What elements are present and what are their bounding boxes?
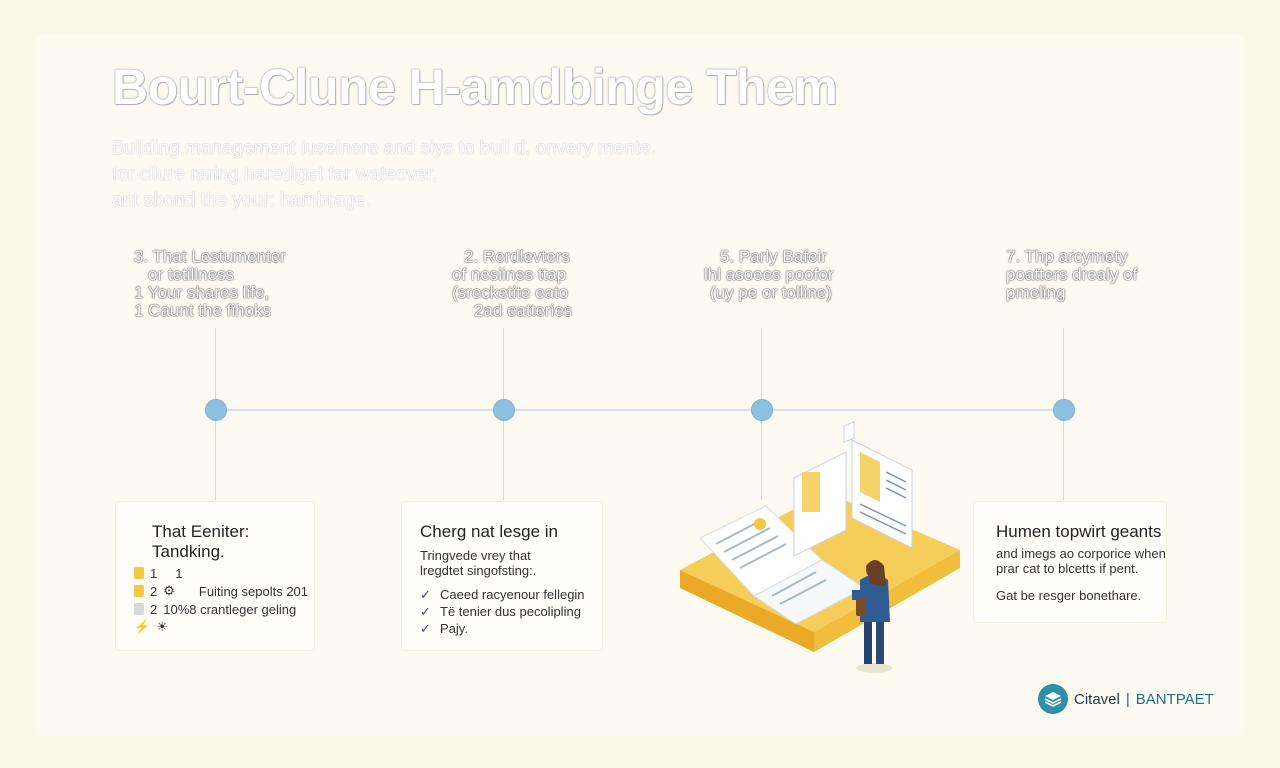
- list-item: ⚡ ☀: [134, 618, 308, 636]
- step-label-line: poatters drealy of: [1006, 265, 1138, 284]
- step-label-line: pmeling: [1006, 283, 1066, 302]
- layers-icon: [1038, 684, 1068, 714]
- step-label-line: 7. Thp arcymety: [1006, 247, 1128, 266]
- step-label-1: 3. That Lestumenter or tetillness 1 Your…: [134, 248, 286, 320]
- page-title: Bourt-Clune H-amdbinge Them: [112, 59, 838, 115]
- card-title: Humen topwirt geants: [996, 522, 1162, 541]
- timeline-line: [216, 409, 1064, 411]
- gear-icon: ⚙: [163, 583, 175, 598]
- card-title: That Eeniter:: [152, 522, 250, 541]
- list-item: ✓ Caeed racyenour fellegin: [420, 586, 585, 603]
- isometric-illustration: [680, 421, 960, 673]
- step-card-2: Cherg nat lesge in Tringvede vrey that l…: [402, 502, 602, 650]
- panel-text-lines: [859, 471, 907, 535]
- step-label-line: or tetillness: [148, 265, 234, 284]
- sun-icon: ☀: [156, 619, 168, 634]
- step-label-line: lhl asoees poofor: [704, 265, 834, 284]
- panel-highlight: [802, 472, 820, 512]
- page-subtitle: Building management iuselnere and siys t…: [112, 136, 752, 214]
- step-label-line: (uy pe or tolline): [710, 283, 832, 302]
- card-subtitle: prar cat to blcetts if pent.: [996, 561, 1139, 576]
- brand-tagline: BANTPAET: [1135, 690, 1214, 708]
- step-label-line: 1 Caunt the fihoks: [134, 301, 272, 320]
- card-subtitle: lregdtet singofsting:.: [420, 563, 537, 578]
- person-shadow: [856, 663, 892, 673]
- brand-name: Citavel: [1074, 690, 1120, 708]
- gray-block-icon: [134, 603, 144, 615]
- check-text: Pajy.: [440, 621, 468, 636]
- list-item: ✓ Pajy.: [420, 620, 585, 637]
- step-card-1: That Eeniter: Tandking. 1 1 2 ⚙ Fuiting …: [116, 502, 314, 650]
- row-mark: 1: [175, 565, 183, 581]
- subtitle-line: Building management iuselnere and siys t…: [112, 138, 656, 159]
- person-figure: [852, 560, 890, 664]
- step-label-line: 5. Parly Bafeir: [720, 247, 827, 266]
- panel-highlight: [860, 452, 880, 502]
- step-label-4: 7. Thp arcymety poatters drealy of pmeli…: [1006, 248, 1137, 302]
- document-lines: [715, 519, 827, 605]
- card-title: Tandking.: [152, 542, 225, 561]
- card-subtitle: and imegs ao corporice when: [996, 546, 1166, 561]
- chart-dot-icon: [754, 518, 766, 530]
- brand-logo: Citavel | BANTPAET: [1038, 684, 1214, 714]
- yellow-block-icon: [134, 585, 144, 597]
- brand-divider: |: [1125, 690, 1130, 708]
- row-mark: 2: [150, 583, 158, 599]
- row-text: 10%8 crantleger geling: [163, 601, 297, 617]
- step-label-line: 2ad eatteries: [474, 301, 573, 320]
- checkmark-icon: ✓: [420, 587, 431, 602]
- card-note: Gat be resger bonethare.: [996, 588, 1142, 603]
- timeline-node-1: [205, 399, 227, 421]
- subtitle-line: for cllure raring haredlget far wateover…: [112, 164, 438, 185]
- card-title: Cherg nat lesge in: [420, 522, 558, 541]
- list-item: ✓ Të tenier dus pecolipling: [420, 603, 585, 620]
- card-subtitle: Tringvede vrey that: [420, 548, 531, 563]
- row-mark: 1: [150, 565, 158, 581]
- bolt-icon: ⚡: [134, 619, 151, 634]
- step-label-line: (srecketite eato: [452, 283, 569, 302]
- row-text: Fuiting sepolts 201: [198, 583, 309, 599]
- check-text: Caeed racyenour fellegin: [440, 587, 585, 602]
- platform-side-left: [680, 570, 814, 652]
- step-label-2: 2. Rerdlevters of nesiines ttap (srecket…: [452, 248, 572, 320]
- timeline-node-4: [1053, 399, 1075, 421]
- check-text: Të tenier dus pecolipling: [440, 604, 581, 619]
- step-label-line: 3. That Lestumenter: [134, 247, 286, 266]
- panel-tab: [843, 421, 855, 443]
- step-label-line: 1 Your shares life,: [134, 283, 270, 302]
- timeline-node-3: [751, 399, 773, 421]
- yellow-block-icon: [134, 567, 144, 579]
- step-label-line: of nesiines ttap: [452, 265, 567, 284]
- step-label-3: 5. Parly Bafeir lhl asoees poofor (uy pe…: [704, 248, 833, 302]
- step-card-4: Humen topwirt geants and imegs ao corpor…: [974, 502, 1166, 622]
- list-item: 2 ⚙ Fuiting sepolts 201: [134, 582, 308, 600]
- step-label-line: 2. Rerdlevters: [464, 247, 570, 266]
- checkmark-icon: ✓: [420, 621, 431, 636]
- row-mark: 2: [150, 601, 158, 617]
- subtitle-line: ant sbond the your: hambrage.: [112, 190, 371, 211]
- list-item: 1 1: [134, 564, 308, 582]
- checkmark-icon: ✓: [420, 604, 431, 619]
- timeline-node-2: [493, 399, 515, 421]
- list-item: 2 10%8 crantleger geling: [134, 600, 308, 618]
